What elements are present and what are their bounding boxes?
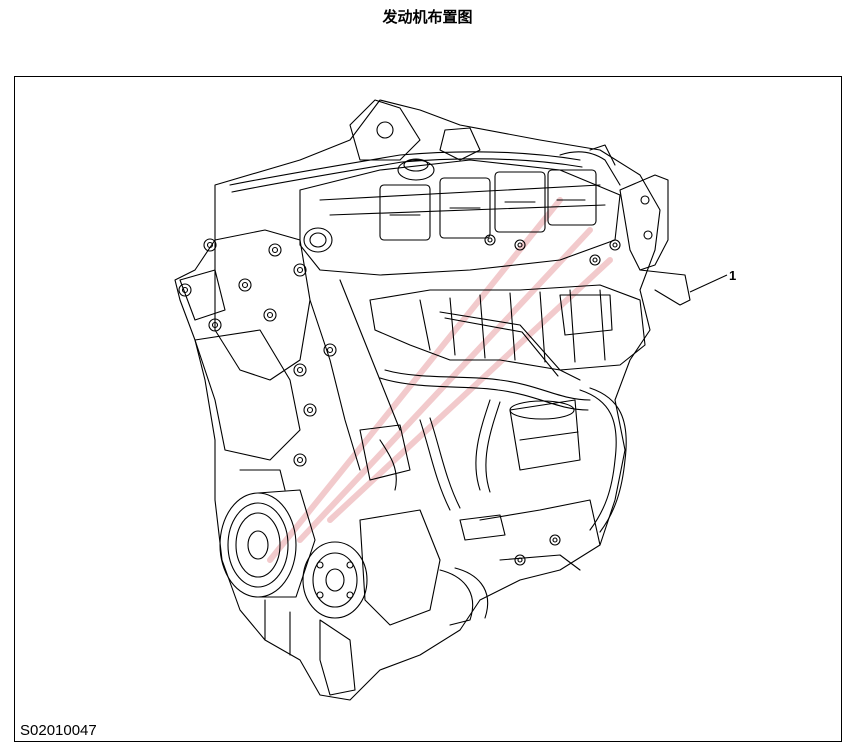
callout-1: 1: [729, 268, 737, 283]
ignition-coils: [379, 169, 597, 241]
engine-block-outline: [174, 99, 661, 701]
crank-pulley: [219, 489, 316, 598]
figure-id: S02010047: [20, 722, 97, 739]
right-bracket: [619, 174, 669, 271]
watermark: [267, 197, 613, 563]
page-title: 发动机布置图: [382, 8, 473, 26]
bolts: [178, 234, 621, 566]
figure-frame: [14, 76, 842, 742]
water-pump-pulley: [302, 541, 368, 619]
callout-1-leader: [689, 274, 728, 293]
